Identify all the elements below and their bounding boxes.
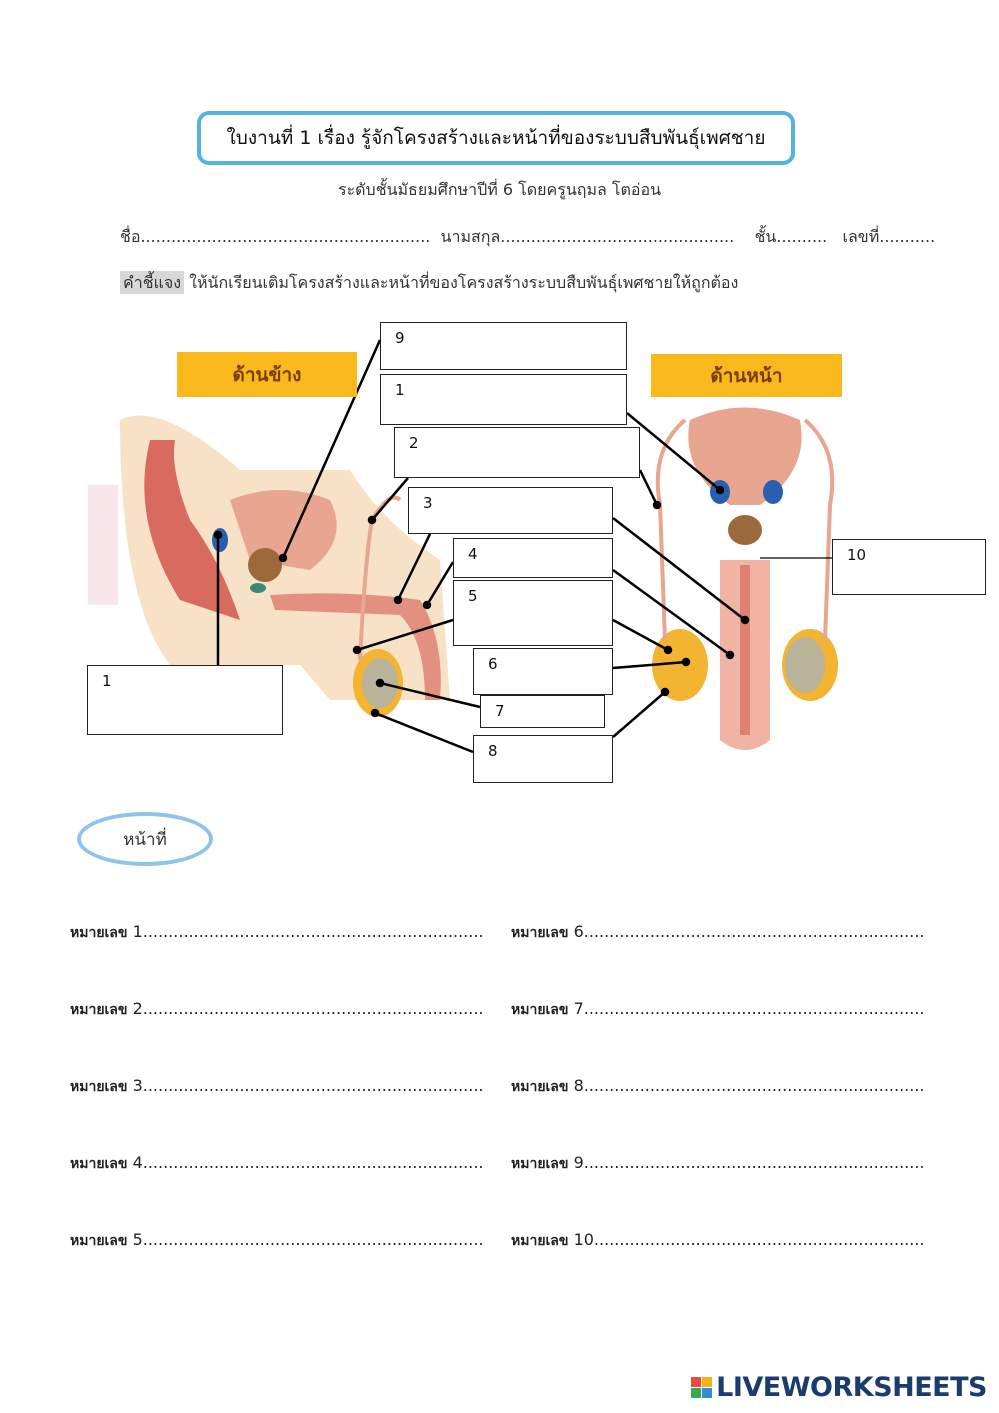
answer-line-1[interactable]: หมายเลข 1...............................… <box>70 922 485 941</box>
answer-line-8[interactable]: หมายเลข 8...............................… <box>511 1076 926 1095</box>
answer-box-6[interactable]: 6 <box>473 648 613 695</box>
answer-box-1-top[interactable]: 1 <box>380 374 627 425</box>
answer-line-7[interactable]: หมายเลข 7...............................… <box>511 999 926 1018</box>
worksheet-title: ใบงานที่ 1 เรื่อง รู้จักโครงสร้างและหน้า… <box>197 111 795 165</box>
anatomy-diagram <box>88 339 838 754</box>
subtitle: ระดับชั้นมัธยมศึกษาปีที่ 6 โดยครูนฤมล โต… <box>337 180 662 199</box>
answer-line-5[interactable]: หมายเลข 5...............................… <box>70 1230 485 1249</box>
answer-line-9[interactable]: หมายเลข 9...............................… <box>511 1153 926 1172</box>
answer-box-2[interactable]: 2 <box>394 427 640 478</box>
answer-box-7[interactable]: 7 <box>480 695 605 728</box>
answer-line-10[interactable]: หมายเลข 10..............................… <box>511 1230 926 1249</box>
front-view-illustration <box>652 407 838 750</box>
instruction: คำชี้แจง ให้นักเรียนเติมโครงสร้างและหน้า… <box>120 271 738 296</box>
front-view-label: ด้านหน้า <box>651 354 842 397</box>
leader-lines <box>213 339 832 754</box>
answer-box-1-left[interactable]: 1 <box>87 665 283 735</box>
liveworksheets-logo: LIVEWORKSHEETS <box>691 1372 987 1403</box>
duty-heading: หน้าที่ <box>77 812 213 866</box>
instruction-text: ให้นักเรียนเติมโครงสร้างและหน้าที่ของโคร… <box>189 273 739 292</box>
answer-box-3[interactable]: 3 <box>408 487 613 534</box>
answer-box-5[interactable]: 5 <box>453 580 613 646</box>
side-view-label: ด้านข้าง <box>177 352 357 397</box>
logo-icon <box>691 1377 713 1398</box>
answer-line-4[interactable]: หมายเลข 4...............................… <box>70 1153 485 1172</box>
answer-line-3[interactable]: หมายเลข 3...............................… <box>70 1076 485 1095</box>
answer-line-2[interactable]: หมายเลข 2...............................… <box>70 999 485 1018</box>
answer-line-6[interactable]: หมายเลข 6...............................… <box>511 922 926 941</box>
student-info-line: ชื่อ....................................… <box>120 227 936 246</box>
instruction-label: คำชี้แจง <box>120 271 185 294</box>
answer-box-8[interactable]: 8 <box>473 735 613 783</box>
answer-box-4[interactable]: 4 <box>453 538 613 578</box>
answer-box-10[interactable]: 10 <box>832 539 986 595</box>
answer-box-9[interactable]: 9 <box>380 322 627 370</box>
